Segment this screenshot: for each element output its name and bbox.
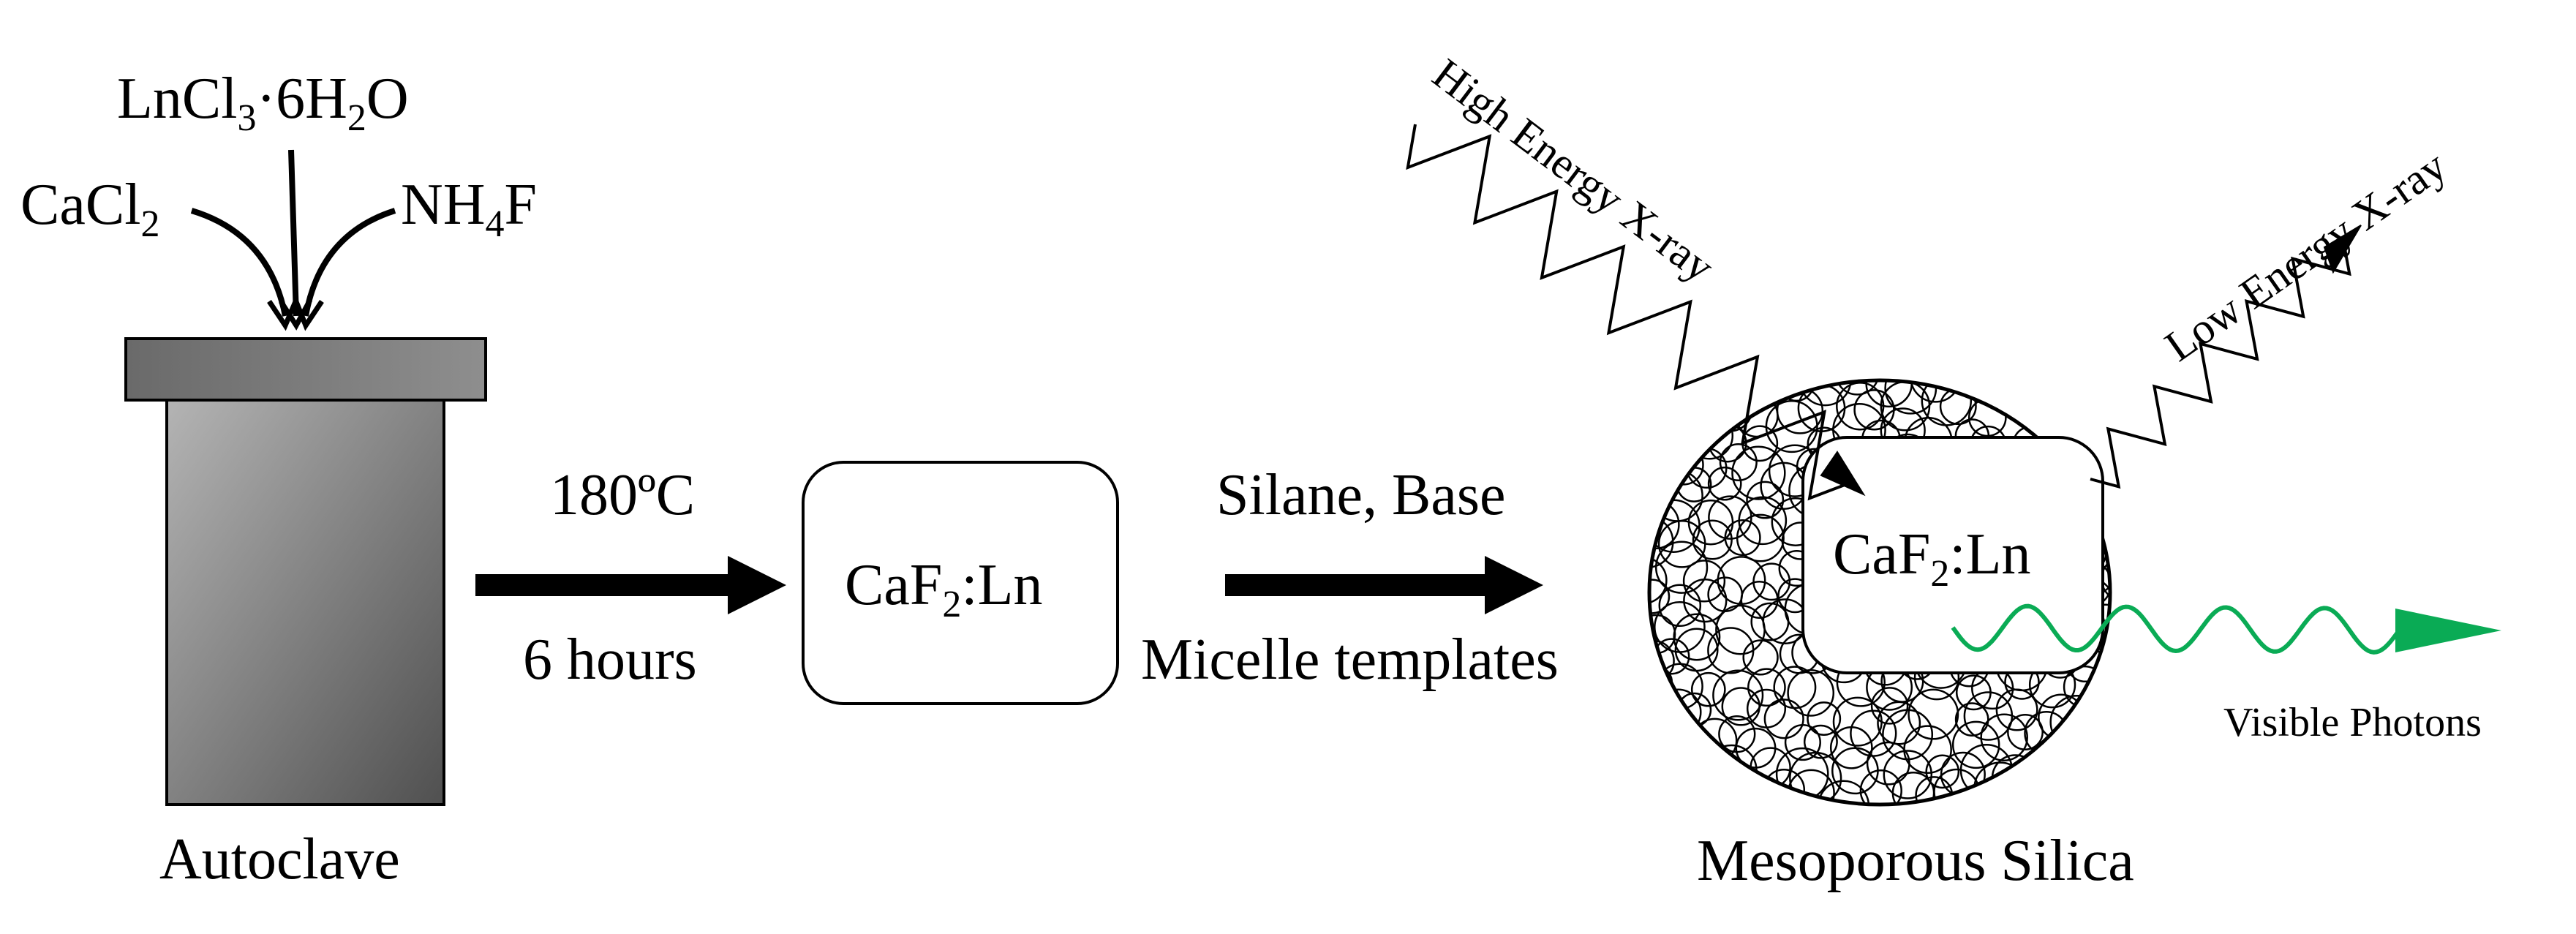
core-label: CaF2:Ln: [1833, 522, 2031, 595]
step2-arrow-icon: [1225, 556, 1543, 614]
cacl2-arrow: [190, 208, 288, 317]
step1-temperature: 180ºC: [550, 463, 696, 527]
autoclave-label: Autoclave: [159, 827, 400, 892]
cacl2-arrowhead: [267, 298, 299, 331]
lncl3-arrow: [288, 149, 299, 317]
reagent-arrows: [190, 149, 396, 331]
core-box: [1801, 436, 2104, 674]
step1-arrow-icon: [475, 556, 786, 614]
autoclave-lid: [124, 337, 487, 402]
step2-reagents: Silane, Base: [1216, 463, 1506, 527]
step2-templates: Micelle templates: [1141, 628, 1559, 692]
lncl3-arrowhead: [279, 298, 313, 331]
product-label: Mesoporous Silica: [1697, 829, 2134, 893]
reagent-lncl3: LnCl3·6H2O: [117, 67, 409, 139]
nh4f-arrowhead: [293, 298, 324, 331]
autoclave-icon: [124, 337, 487, 806]
reagent-cacl2: CaCl2: [20, 173, 160, 245]
low-energy-ray-icon: [2090, 225, 2362, 489]
step1-duration: 6 hours: [523, 628, 697, 692]
intermediate-label: CaF2:Ln: [845, 553, 1043, 625]
visible-photon-icon: [1951, 603, 2501, 655]
nh4f-arrow: [303, 208, 396, 317]
intermediate-box: [802, 461, 1119, 705]
mesoporous-sphere: [1647, 378, 2112, 807]
autoclave-body: [165, 399, 445, 806]
visible-photons-label: Visible Photons: [2223, 700, 2482, 745]
reagent-nh4f: NH4F: [401, 173, 538, 245]
high-energy-ray-icon: [1406, 124, 1866, 501]
